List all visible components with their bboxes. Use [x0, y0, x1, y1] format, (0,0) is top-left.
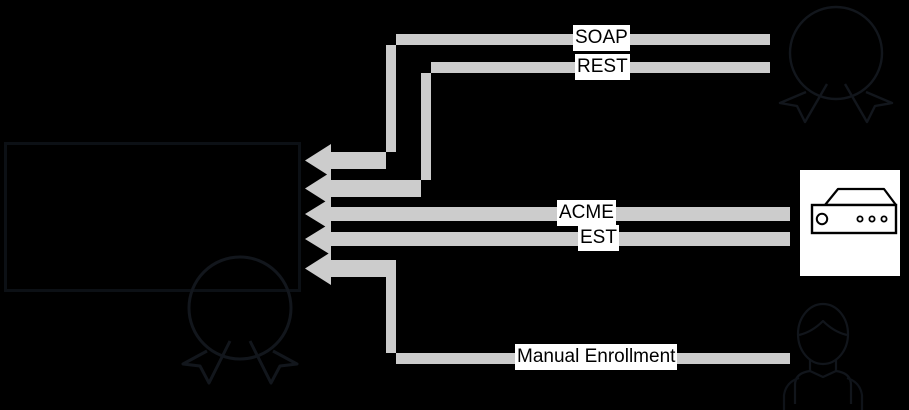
edge-label-acme: ACME [557, 200, 616, 226]
connector-soap[interactable] [305, 34, 770, 177]
connector-acme[interactable] [305, 198, 790, 230]
server-appliance-icon[interactable] [800, 170, 900, 276]
connector-rest[interactable] [305, 62, 770, 205]
user-person-icon[interactable] [782, 302, 864, 410]
connector-manual-enrollment[interactable] [305, 252, 790, 364]
certificate-ribbon-icon-box[interactable] [181, 255, 299, 385]
certificate-authority-box[interactable] [4, 142, 301, 292]
edge-label-rest: REST [575, 54, 630, 80]
edge-label-manual-enrollment: Manual Enrollment [515, 344, 678, 370]
connector-est[interactable] [305, 223, 790, 255]
certificate-ribbon-icon[interactable] [778, 5, 894, 124]
edge-label-est: EST [578, 225, 619, 251]
edge-label-soap: SOAP [573, 25, 630, 51]
